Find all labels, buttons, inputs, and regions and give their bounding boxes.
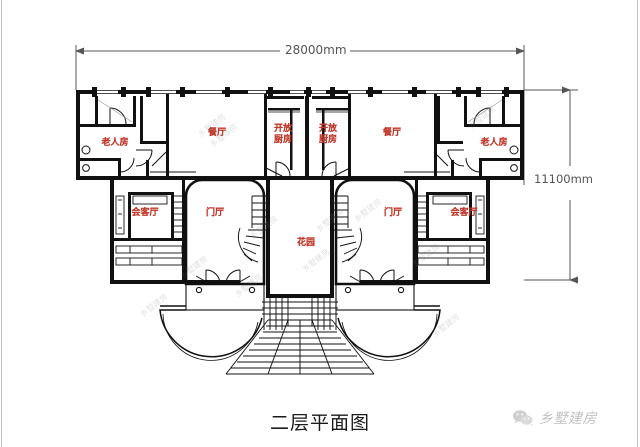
fan-steps [225, 319, 375, 375]
wechat-icon [513, 410, 534, 426]
stair-left [238, 195, 266, 263]
page-border-right [637, 0, 638, 447]
room-label-dining-room-left: 餐厅 [207, 128, 227, 138]
dimension-lines [75, 45, 578, 284]
page-border-left [1, 0, 2, 447]
room-label-dining-room-right: 餐厅 [382, 128, 402, 138]
room-label-open-kitchen-right: 开放 厨房 [318, 124, 337, 145]
room-label-reception-left: 会客厅 [131, 208, 159, 218]
brand-watermark: 乡墅建房 [512, 408, 597, 428]
brand-name: 乡墅建房 [539, 411, 597, 427]
room-label-entrance-hall-left: 门厅 [205, 208, 225, 218]
room-label-elderly-room-right: 老人房 [480, 138, 508, 148]
room-label-reception-right: 会客厅 [450, 208, 478, 218]
room-label-entrance-hall-right: 门厅 [383, 208, 403, 218]
room-label-garden: 花园 [296, 238, 316, 248]
dimension-height-label: 11100mm [531, 172, 596, 186]
room-label-open-kitchen-left: 开放 厨房 [273, 124, 292, 145]
stair-right [334, 195, 362, 263]
building-walls [76, 87, 524, 375]
plan-caption: 二层平面图 [269, 412, 370, 434]
room-label-elderly-room-left: 老人房 [101, 138, 129, 148]
dimension-width-label: 28000mm [282, 43, 350, 57]
